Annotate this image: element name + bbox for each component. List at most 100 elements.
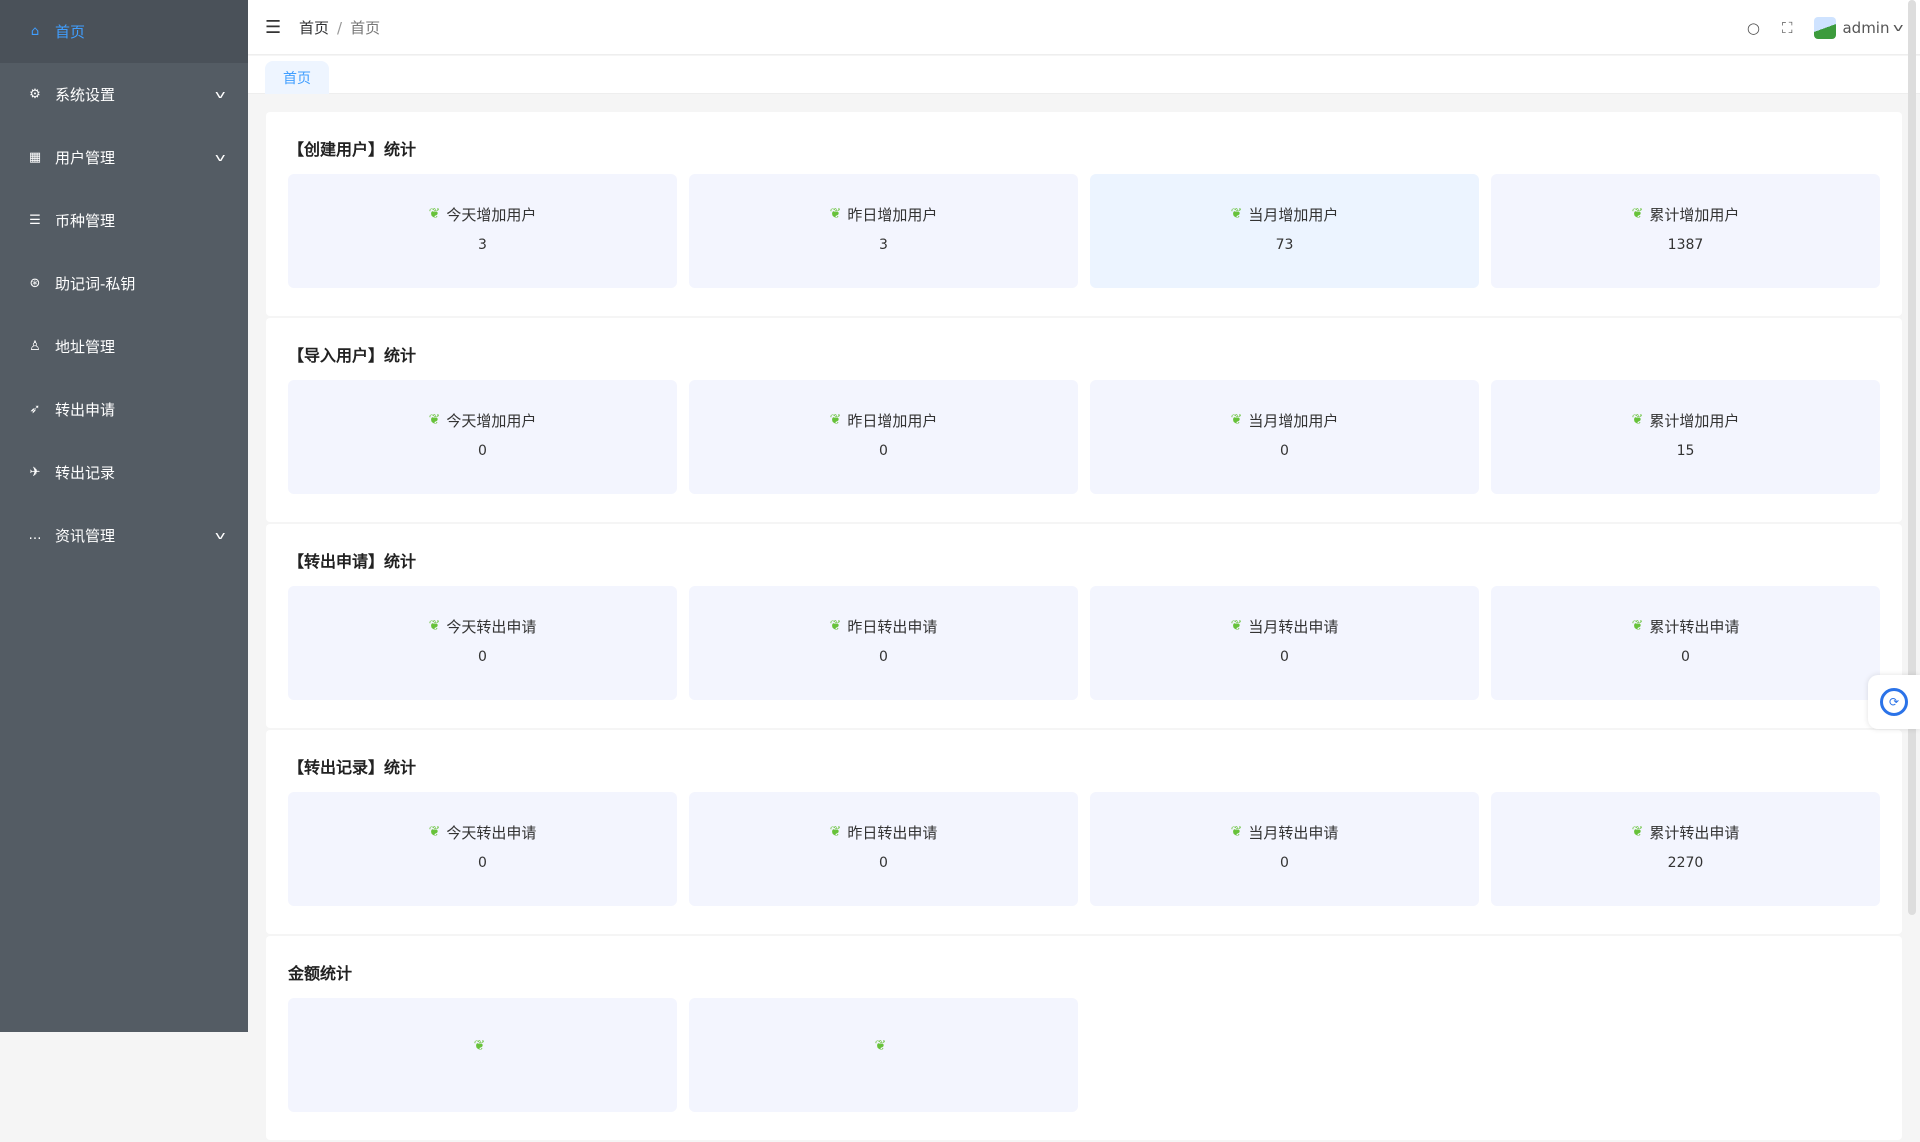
qrcode-icon: ▦ [28, 150, 42, 165]
username: admin [1842, 18, 1890, 37]
leaf-icon: ❦ [1230, 618, 1243, 634]
stat-label-row: ❦累计增加用户 [1632, 204, 1740, 225]
chevron-down-icon: v [215, 529, 226, 542]
menu-toggle-icon[interactable]: ☰ [265, 16, 282, 38]
section-title: 金额统计 [288, 964, 353, 983]
chevron-down-icon: v [215, 151, 226, 164]
sidebar-item-4[interactable]: ⊛助记词-私钥 [0, 252, 248, 315]
stat-label-row: ❦累计转出申请 [1632, 616, 1740, 637]
leaf-icon: ❦ [428, 618, 441, 634]
stat-label-row: ❦累计增加用户 [1632, 410, 1740, 431]
sidebar-item-label: 资讯管理 [55, 527, 116, 545]
stat-label-row: ❦昨日转出申请 [830, 616, 938, 637]
stat-cards: ❦❦ [288, 998, 1880, 1112]
stat-card[interactable]: ❦累计增加用户 15 [1491, 380, 1880, 494]
stat-card[interactable]: ❦ 今天增加用户 3 [288, 174, 677, 288]
stat-label: 今天增加用户 [446, 205, 537, 224]
tab-home[interactable]: 首页 [265, 61, 329, 94]
sidebar-item-label: 用户管理 [55, 149, 116, 167]
chat-icon: … [28, 528, 42, 543]
stat-label: 昨日转出申请 [847, 823, 938, 842]
sidebar-item-3[interactable]: ☰ 币种管理 [0, 189, 248, 252]
sidebar-item-0[interactable]: ⌂首页 [0, 0, 248, 63]
user-icon: ♙ [29, 339, 41, 354]
stat-value: 0 [478, 442, 487, 459]
stat-card[interactable]: ❦累计增加用户 1387 [1491, 174, 1880, 288]
stat-card[interactable]: ❦今天增加用户 0 [288, 380, 677, 494]
sidebar-item-1[interactable]: ⚙ 系统设置 v [0, 63, 248, 126]
stat-label-row: ❦ [875, 1038, 893, 1054]
stat-label: 昨日增加用户 [847, 205, 938, 224]
search-icon[interactable]: ○ [1746, 18, 1760, 37]
sliders-icon: ☰ [29, 213, 41, 228]
stat-label-row: ❦今天增加用户 [429, 410, 537, 431]
stat-value: 1387 [1667, 236, 1704, 253]
leaf-icon: ❦ [874, 1038, 887, 1054]
stat-label: 累计增加用户 [1649, 411, 1740, 430]
stat-label: 今天转出申请 [446, 617, 537, 636]
leaf-icon: ❦ [1631, 206, 1644, 222]
gear-icon: ⚙ [29, 87, 41, 102]
leaf-icon: ❦ [1230, 206, 1243, 222]
breadcrumb-current: 首页 [350, 18, 381, 37]
stat-label: 昨日转出申请 [847, 617, 938, 636]
breadcrumb-item[interactable]: 首页 [299, 18, 330, 37]
stat-label-row: ❦昨日增加用户 [830, 204, 938, 225]
stat-label: 昨日增加用户 [847, 411, 938, 430]
sidebar-item-2[interactable]: ▦ 用户管理 v [0, 126, 248, 189]
leaf-icon: ❦ [829, 412, 842, 428]
fullscreen-icon[interactable]: ⛶ [1781, 18, 1793, 37]
section-title: 【转出记录】统计 [288, 758, 417, 777]
stat-value: 3 [478, 236, 487, 253]
stat-label: 累计转出申请 [1649, 823, 1740, 842]
stat-label-row: ❦ 累计转出申请 [1632, 822, 1740, 843]
section-title: 【创建用户】统计 [288, 140, 417, 159]
sidebar-item-8[interactable]: … 资讯管理 v [0, 504, 248, 567]
sidebar-item-label: 系统设置 [55, 86, 116, 104]
leaf-icon: ❦ [428, 206, 441, 222]
stat-label-row: ❦今天转出申请 [429, 822, 537, 843]
leaf-icon: ❦ [1631, 824, 1644, 840]
stat-card[interactable]: ❦ [288, 998, 677, 1112]
sidebar-item-7[interactable]: ✈转出记录 [0, 441, 248, 504]
sidebar-item-5[interactable]: ♙地址管理 [0, 315, 248, 378]
stat-card[interactable]: ❦ [689, 998, 1078, 1112]
sidebar-item-label: 助记词-私钥 [55, 275, 136, 293]
breadcrumb-separator: / [337, 18, 343, 37]
plane-icon: ✈ [29, 465, 41, 480]
floating-assistant-button[interactable]: ⟳ [1868, 675, 1920, 729]
chevron-down-icon: v [1893, 21, 1904, 34]
stat-label-row: ❦ 昨日增加用户 [830, 410, 938, 431]
stat-label-row: ❦当月增加用户 [1231, 204, 1339, 225]
chevron-down-icon: v [215, 88, 226, 101]
tabs-bar: 首页 [248, 56, 1920, 94]
leaf-icon: ❦ [1230, 824, 1243, 840]
sidebar-item-6[interactable]: ➶转出申请 [0, 378, 248, 441]
stat-value: 15 [1676, 442, 1695, 459]
stat-label: 今天增加用户 [446, 411, 537, 430]
sidebar-item-label: 币种管理 [55, 212, 116, 230]
user-menu[interactable]: admin v [1814, 16, 1904, 39]
stat-value: 0 [1280, 648, 1289, 665]
stat-label: 当月增加用户 [1248, 411, 1339, 430]
scrollbar[interactable] [1908, 0, 1916, 915]
stat-value: 0 [879, 854, 888, 871]
